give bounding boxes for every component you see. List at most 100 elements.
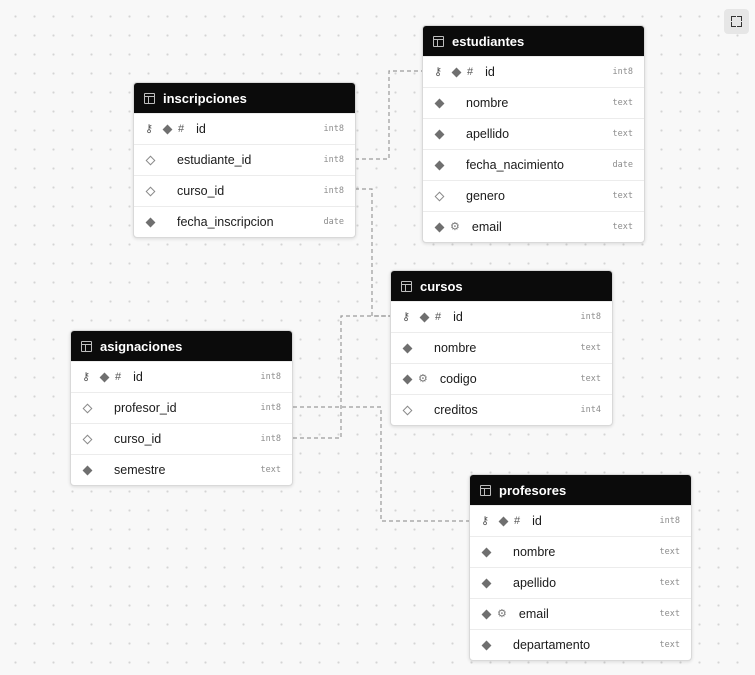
column-row-curso-id[interactable]: curso_id int8 [71, 423, 292, 454]
column-row-id[interactable]: ⚷ # id int8 [391, 301, 612, 332]
column-name: genero [466, 189, 505, 203]
column-row-fecha-nacimiento[interactable]: fecha_nacimiento date [423, 149, 644, 180]
nullable-icon [145, 186, 156, 196]
table-title: profesores [499, 482, 567, 498]
column-type: text [659, 640, 680, 650]
nullable-icon [434, 191, 445, 201]
not-null-icon [162, 124, 173, 134]
column-row-id[interactable]: ⚷ # id int8 [470, 505, 691, 536]
table-cursos[interactable]: cursos ⚷ # id int8 nombre text ⚙ codigo … [390, 270, 613, 426]
identity-icon: # [435, 310, 442, 323]
nullable-icon [145, 155, 156, 165]
column-row-email[interactable]: ⚙ email text [423, 211, 644, 242]
column-name: fecha_nacimiento [466, 158, 564, 172]
column-type: int8 [260, 372, 281, 382]
column-name: id [133, 370, 143, 384]
column-type: text [580, 343, 601, 353]
column-name: id [196, 122, 206, 136]
table-title: asignaciones [100, 338, 183, 354]
column-row-email[interactable]: ⚙ email text [470, 598, 691, 629]
column-row-apellido[interactable]: apellido text [470, 567, 691, 598]
not-null-icon [99, 372, 110, 382]
column-name: email [471, 220, 502, 234]
not-null-icon [434, 160, 445, 170]
column-row-nombre[interactable]: nombre text [470, 536, 691, 567]
table-header[interactable]: asignaciones [71, 331, 292, 361]
column-name: estudiante_id [177, 153, 252, 167]
column-row-genero[interactable]: genero text [423, 180, 644, 211]
table-icon [144, 92, 155, 104]
primary-key-icon: ⚷ [82, 370, 91, 383]
column-name: profesor_id [114, 401, 177, 415]
fullscreen-icon [731, 22, 736, 27]
column-name: nombre [434, 341, 477, 355]
column-type: int8 [323, 186, 344, 196]
column-row-id[interactable]: ⚷ # id int8 [71, 361, 292, 392]
table-profesores[interactable]: profesores ⚷ # id int8 nombre text apell… [469, 474, 692, 661]
fullscreen-icon [737, 16, 742, 21]
table-header[interactable]: inscripciones [134, 83, 355, 113]
column-type: text [260, 465, 281, 475]
column-type: text [659, 609, 680, 619]
column-type: text [612, 98, 633, 108]
identity-icon: # [115, 370, 122, 383]
column-row-curso-id[interactable]: curso_id int8 [134, 175, 355, 206]
table-estudiantes[interactable]: estudiantes ⚷ # id int8 nombre text apel… [422, 25, 645, 243]
column-name: email [518, 607, 549, 621]
column-name: fecha_inscripcion [177, 215, 274, 229]
table-inscripciones[interactable]: inscripciones ⚷ # id int8 estudiante_id … [133, 82, 356, 238]
not-null-icon [481, 640, 492, 650]
column-row-apellido[interactable]: apellido text [423, 118, 644, 149]
column-type: text [580, 374, 601, 384]
column-type: date [612, 160, 633, 170]
column-type: int8 [580, 312, 601, 322]
fullscreen-icon [731, 16, 736, 21]
column-row-fecha-inscripcion[interactable]: fecha_inscripcion date [134, 206, 355, 237]
table-title: estudiantes [452, 33, 525, 49]
not-null-icon [402, 343, 413, 353]
identity-icon: # [514, 514, 521, 527]
connector-inscripciones-estudiante-to-estudiantes [355, 70, 423, 160]
table-header[interactable]: cursos [391, 271, 612, 301]
column-name: apellido [466, 127, 510, 141]
column-name: creditos [434, 403, 478, 417]
column-name: id [532, 514, 542, 528]
column-name: id [485, 65, 495, 79]
table-header[interactable]: estudiantes [423, 26, 644, 56]
column-row-id[interactable]: ⚷ # id int8 [423, 56, 644, 87]
nullable-icon [82, 403, 93, 413]
not-null-icon [481, 609, 492, 619]
column-row-nombre[interactable]: nombre text [391, 332, 612, 363]
column-row-nombre[interactable]: nombre text [423, 87, 644, 118]
column-row-semestre[interactable]: semestre text [71, 454, 292, 485]
table-header[interactable]: profesores [470, 475, 691, 505]
not-null-icon [434, 129, 445, 139]
column-type: int8 [612, 67, 633, 77]
column-type: text [612, 222, 633, 232]
not-null-icon [419, 312, 430, 322]
table-icon [81, 340, 92, 352]
column-row-codigo[interactable]: ⚙ codigo text [391, 363, 612, 394]
primary-key-icon: ⚷ [145, 122, 154, 135]
connector-inscripciones-curso-to-cursos [355, 188, 391, 317]
primary-key-icon: ⚷ [402, 310, 411, 323]
unique-icon: ⚙ [418, 372, 428, 385]
table-icon [480, 484, 491, 496]
primary-key-icon: ⚷ [434, 65, 443, 78]
fit-view-button[interactable] [724, 9, 749, 34]
column-type: int8 [323, 124, 344, 134]
column-row-departamento[interactable]: departamento text [470, 629, 691, 660]
column-row-profesor-id[interactable]: profesor_id int8 [71, 392, 292, 423]
column-type: int8 [659, 516, 680, 526]
column-name: semestre [114, 463, 166, 477]
column-type: int8 [260, 403, 281, 413]
column-name: nombre [513, 545, 556, 559]
column-name: codigo [439, 372, 477, 386]
column-row-creditos[interactable]: creditos int4 [391, 394, 612, 425]
column-row-id[interactable]: ⚷ # id int8 [134, 113, 355, 144]
identity-icon: # [178, 122, 185, 135]
table-asignaciones[interactable]: asignaciones ⚷ # id int8 profesor_id int… [70, 330, 293, 486]
not-null-icon [82, 465, 93, 475]
column-row-estudiante-id[interactable]: estudiante_id int8 [134, 144, 355, 175]
column-type: int8 [323, 155, 344, 165]
